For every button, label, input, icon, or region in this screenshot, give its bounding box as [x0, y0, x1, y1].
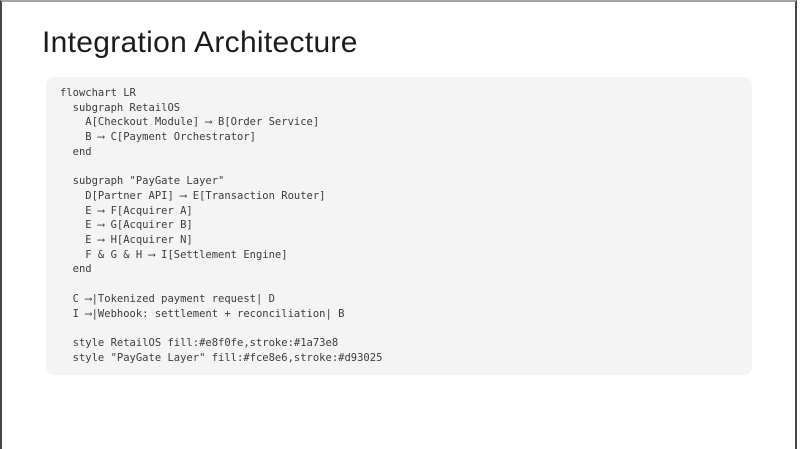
mermaid-code-text: flowchart LR subgraph RetailOS A[Checkou…: [60, 87, 383, 364]
slide-title: Integration Architecture: [42, 26, 358, 59]
mermaid-code-block: flowchart LR subgraph RetailOS A[Checkou…: [46, 77, 752, 375]
